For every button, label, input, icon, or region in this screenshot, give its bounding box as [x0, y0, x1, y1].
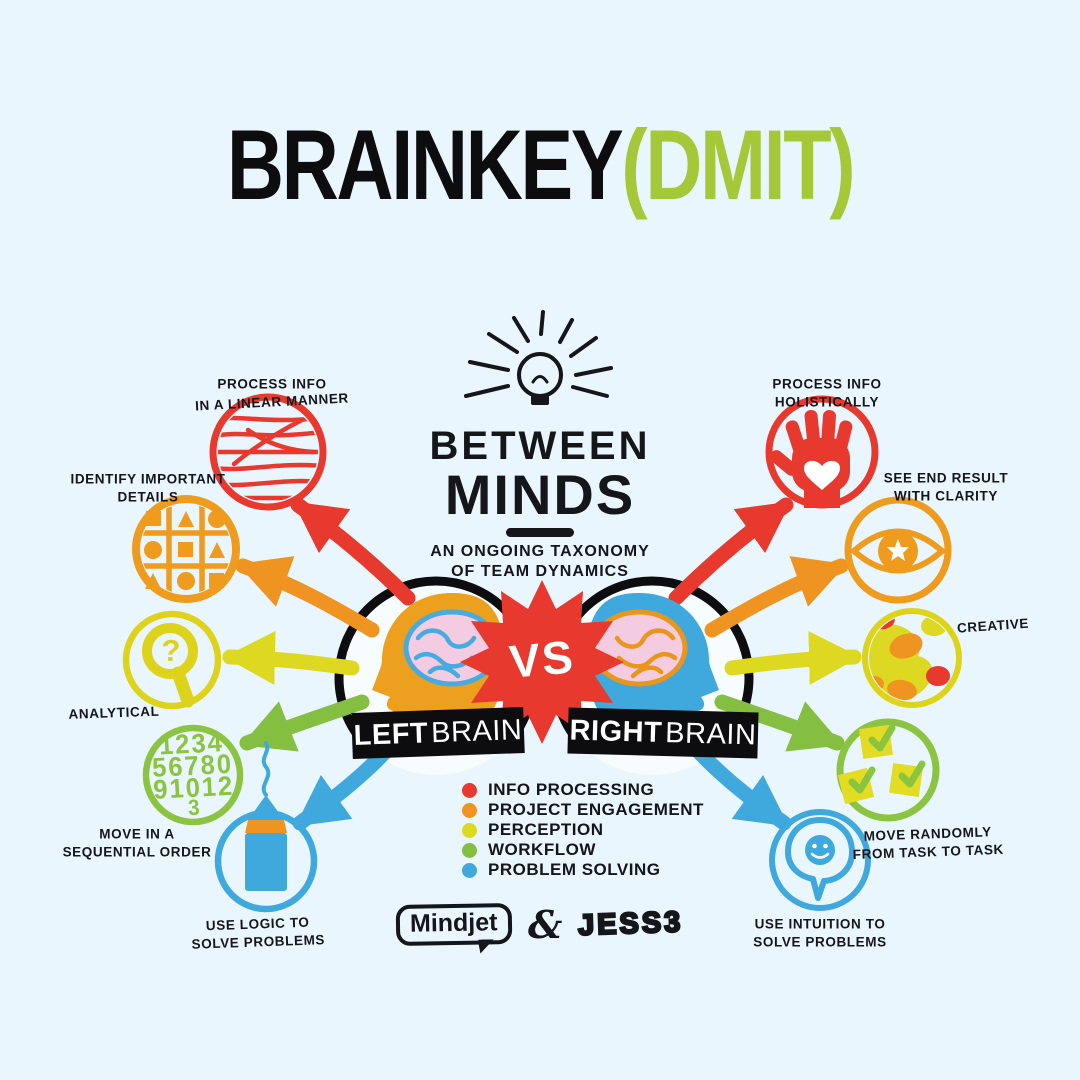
lightbulb-icon — [464, 310, 613, 405]
heading-subtitle-2: OF TEAM DYNAMICS — [451, 563, 629, 580]
callout-use-intuition: USE INTUITION TO SOLVE PROBLEMS — [753, 916, 887, 949]
arrow-right-yellow — [724, 631, 862, 685]
arrow-left-green — [239, 694, 370, 752]
callout-process-holistic: PROCESS INFO HOLISTICALLY — [772, 376, 882, 409]
creative-blobs-icon — [862, 608, 962, 708]
legend-label: INFO PROCESSING — [488, 780, 655, 799]
magnifier-question-icon — [122, 610, 222, 710]
callout-identify-details: IDENTIFY IMPORTANT DETAILS — [70, 471, 226, 504]
legend-item-perception: PERCEPTION — [462, 820, 704, 839]
vs-starburst — [460, 580, 624, 744]
numbers-circle-icon — [142, 724, 244, 826]
footer-logos: Mindjet & JESS3 — [0, 902, 1080, 947]
arrow-left-yellow — [222, 631, 360, 685]
arrow-right-green — [714, 694, 845, 752]
linear-lines-icon — [209, 393, 327, 511]
callout-sequential-order: MOVE IN A SEQUENTIAL ORDER — [62, 826, 212, 859]
legend-item-workflow: WORKFLOW — [462, 840, 704, 859]
arrow-right-red — [668, 497, 794, 606]
legend-label: PERCEPTION — [488, 820, 604, 839]
callout-end-result: SEE END RESULT WITH CLARITY — [883, 470, 1009, 503]
arrow-right-orange — [704, 556, 849, 638]
legend: INFO PROCESSING PROJECT ENGAGEMENT PERCE… — [462, 780, 704, 879]
legend-dot-red — [462, 782, 477, 798]
mindjet-logo: Mindjet — [396, 902, 513, 946]
shapes-grid-icon — [132, 495, 240, 603]
heading-minds: MINDS — [444, 463, 636, 526]
legend-label: WORKFLOW — [488, 840, 596, 859]
jess3-logo: JESS3 — [576, 905, 685, 943]
legend-dot-orange — [462, 802, 477, 818]
heart-cutout — [804, 460, 840, 490]
legend-dot-green — [462, 842, 477, 858]
heading-between: BETWEEN — [429, 424, 651, 468]
hand-heart-icon — [765, 395, 879, 509]
legend-item-info-processing: INFO PROCESSING — [462, 780, 704, 799]
arrow-left-red — [290, 497, 416, 606]
page-title: BRAINKEY(DMIT) — [108, 108, 972, 222]
legend-item-problem-solving: PROBLEM SOLVING — [462, 860, 704, 879]
right-brain-label-light: BRAIN — [664, 716, 757, 751]
arrow-left-orange — [235, 556, 380, 638]
legend-item-project-engagement: PROJECT ENGAGEMENT — [462, 800, 704, 819]
callout-analytical: ANALYTICAL — [68, 703, 160, 722]
left-brain-label: LEFT BRAIN — [351, 707, 525, 759]
left-arrows — [222, 497, 416, 831]
right-brain-label: RIGHT BRAIN — [567, 707, 759, 759]
legend-dot-yellow — [462, 822, 477, 838]
question-mark-glyph: ? — [161, 633, 181, 668]
checkmarks-icon — [836, 718, 940, 822]
numbers-glyphs: 1234 56780 91012 3 — [151, 727, 235, 821]
right-brain-label-bold: RIGHT — [569, 714, 663, 749]
heading-underline — [506, 528, 574, 537]
pencil-icon — [214, 741, 318, 913]
vs-badge: VS — [507, 630, 577, 688]
callout-random-tasks: MOVE RANDOMLY FROM TASK TO TASK — [852, 824, 1005, 862]
left-brain-label-bold: LEFT — [353, 716, 429, 752]
callout-process-linear: PROCESS INFO IN A LINEAR MANNER — [194, 376, 350, 414]
ampersand: & — [527, 902, 563, 947]
legend-label: PROBLEM SOLVING — [488, 860, 661, 879]
page-title-accent: (DMIT) — [621, 109, 855, 220]
heading-subtitle-1: AN ONGOING TAXONOMY — [430, 543, 650, 560]
legend-label: PROJECT ENGAGEMENT — [488, 800, 704, 819]
speech-smiley-icon — [769, 809, 871, 911]
page-title-main: BRAINKEY — [226, 109, 624, 220]
left-brain-label-light: BRAIN — [430, 713, 523, 749]
legend-dot-blue — [462, 862, 477, 878]
eye-star-icon — [844, 496, 952, 604]
